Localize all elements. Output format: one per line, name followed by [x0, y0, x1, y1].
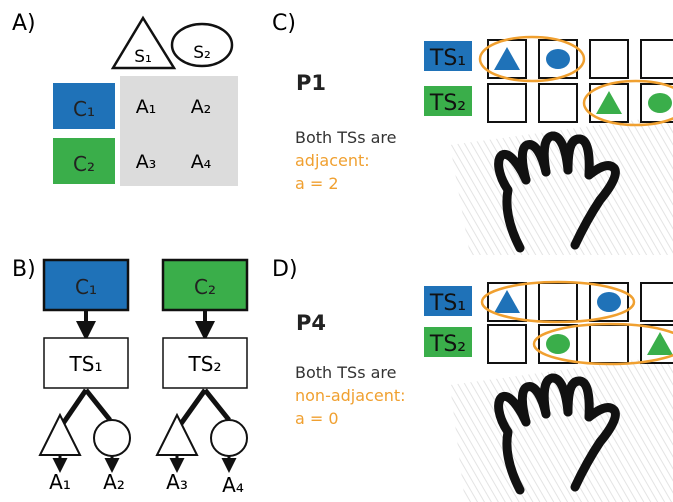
- panel-c-green-ellipse-icon: [648, 93, 672, 113]
- panel-d-hand-icon: [494, 373, 620, 495]
- panel-a: A) S₁ S₂ C₁ C₂ A₁ A₂ A₃ A₄: [12, 11, 238, 186]
- tree1-c1-label: C₁: [75, 275, 97, 299]
- panel-d-cell: [538, 282, 578, 322]
- a1-label: A₁: [136, 96, 157, 118]
- a4-label: A₄: [191, 151, 212, 173]
- tree1-a1-label: A₁: [49, 470, 71, 494]
- tree2-branch-left: [177, 388, 208, 427]
- a3-label: A₃: [136, 151, 157, 173]
- panel-d-hatch: [450, 355, 673, 502]
- panel-d-cell: [640, 282, 673, 322]
- panel-c-blue-triangle-icon: [494, 47, 520, 70]
- panel-c-cell: [589, 39, 629, 79]
- panel-c-ts1-label: TS₁: [429, 46, 466, 71]
- tree1-triangle-icon: [38, 412, 82, 456]
- panel-d-cell: [589, 324, 629, 364]
- triangle-s1-icon: [110, 15, 177, 70]
- tree2-ts2-box: [162, 337, 248, 389]
- panel-c-ts1-highlight: [478, 35, 586, 83]
- panel-d-ts1-tag: [424, 286, 472, 316]
- tree2-branch-right: [203, 388, 231, 422]
- panel-d-ts2-tag: [424, 327, 472, 357]
- panel-b-label: B): [12, 257, 36, 282]
- tree1-ellipse-icon: [93, 419, 131, 457]
- panel-d-green-ellipse-icon: [546, 334, 570, 354]
- tree2-ts2-label: TS₂: [188, 352, 222, 376]
- panel-d-ts2-highlight: [532, 322, 673, 366]
- panel-d-text-1: Both TSs are: [295, 363, 397, 382]
- action-matrix: [120, 76, 238, 186]
- tree2-c2-box: [161, 258, 249, 312]
- ellipse-s2-icon: [170, 22, 234, 68]
- panel-c-ts2-label: TS₂: [429, 91, 466, 116]
- panel-d-cell: [487, 324, 527, 364]
- panel-d-blue-ellipse-icon: [597, 292, 621, 312]
- panel-c-cell: [640, 39, 673, 79]
- tree2-c2-label: C₂: [194, 275, 216, 299]
- panel-c-blue-ellipse-icon: [546, 49, 570, 69]
- panel-c-text-2: adjacent:: [295, 151, 370, 170]
- tree2-a4-label: A₄: [222, 473, 244, 497]
- panel-c-text-3: a = 2: [295, 174, 339, 193]
- a2-label: A₂: [191, 96, 212, 118]
- tree1-ts1-box: [43, 337, 129, 389]
- panel-d-label: D): [272, 257, 298, 282]
- panel-c-cell: [538, 83, 578, 123]
- panel-a-label: A): [12, 11, 36, 36]
- c2-box: [53, 138, 115, 184]
- panel-d-ts2-label: TS₂: [429, 332, 466, 357]
- panel-c-ts2-tag: [424, 86, 472, 116]
- panel-c-text-1: Both TSs are: [295, 128, 397, 147]
- panel-b: B) C₁ TS₁ A₁ A₂ C₂ TS₂ A₃ A₄: [12, 257, 249, 497]
- panel-c-green-triangle-icon: [596, 91, 622, 114]
- c1-label: C₁: [73, 97, 95, 121]
- panel-c-ts1-tag: [424, 41, 472, 71]
- panel-c-label: C): [272, 11, 296, 36]
- panel-d-text-3: a = 0: [295, 409, 339, 428]
- panel-c-cell: [487, 83, 527, 123]
- panel-d-text-2: non-adjacent:: [295, 386, 406, 405]
- tree2-ellipse-icon: [210, 419, 248, 457]
- tree2-a3-label: A₃: [166, 470, 188, 494]
- tree1-ts1-label: TS₁: [69, 352, 103, 376]
- tree1-branch-right: [84, 388, 112, 422]
- s2-label: S₂: [193, 43, 211, 63]
- panel-d-blue-triangle-icon: [494, 290, 520, 313]
- panel-d-cell: [538, 324, 578, 364]
- panel-d-title: P4: [296, 311, 326, 335]
- panel-c: C) P1 Both TSs are adjacent: a = 2 TS₁ T…: [272, 11, 673, 255]
- s1-label: S₁: [134, 47, 152, 67]
- panel-d-ts1-highlight: [480, 280, 636, 324]
- tree1-branch-left: [59, 388, 89, 427]
- c1-box: [53, 83, 115, 129]
- tree1-a2-label: A₂: [103, 470, 125, 494]
- panel-c-hand-icon: [494, 131, 620, 253]
- c2-label: C₂: [73, 152, 95, 176]
- panel-d-green-triangle-icon: [647, 332, 673, 355]
- panel-c-title: P1: [296, 71, 326, 95]
- panel-c-ts2-highlight: [582, 79, 673, 127]
- panel-d-ts1-label: TS₁: [429, 291, 466, 316]
- panel-d: D) P4 Both TSs are non-adjacent: a = 0 T…: [272, 257, 673, 502]
- tree2-triangle-icon: [155, 412, 199, 456]
